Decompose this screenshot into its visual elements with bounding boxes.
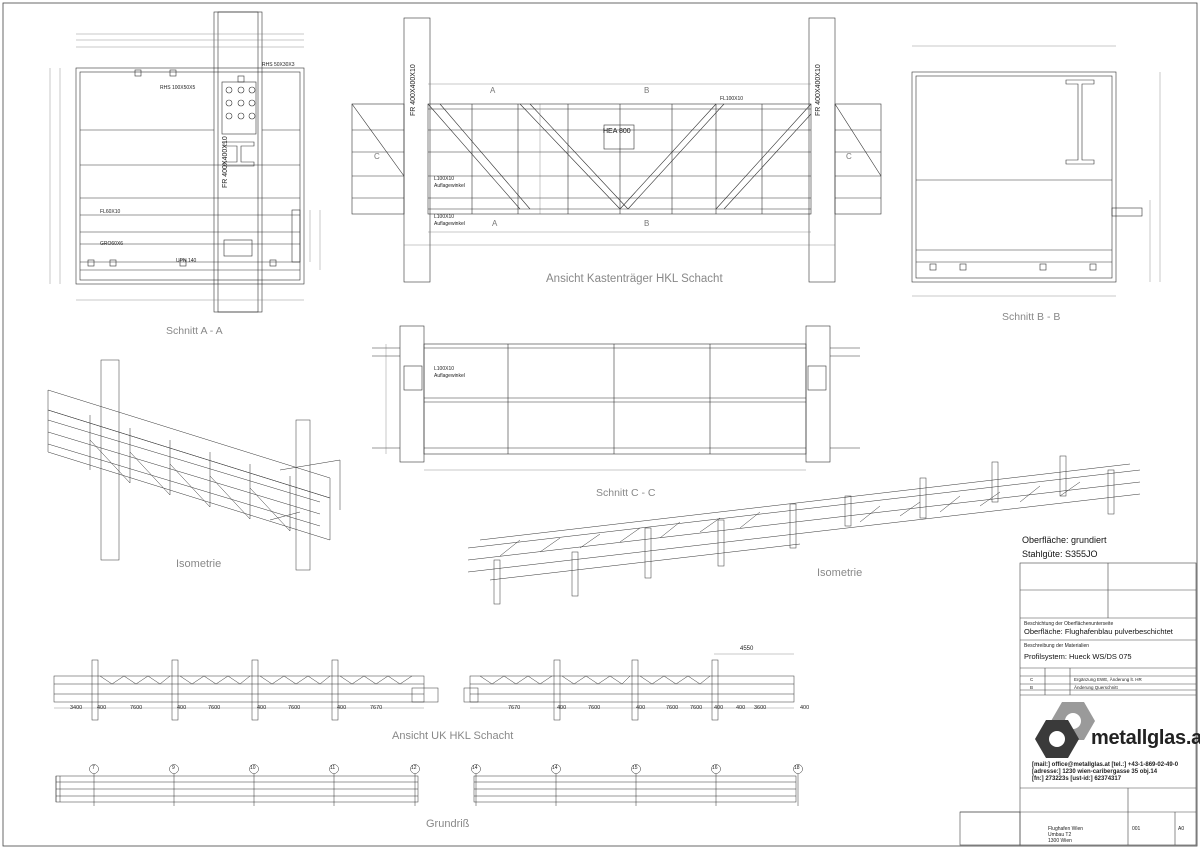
plan-axis-label: 18 bbox=[794, 765, 800, 771]
girder-section-a-left: A bbox=[490, 86, 496, 95]
section-aa-plate-label: FL60X10 bbox=[100, 209, 121, 215]
elevation-dim: 7600 bbox=[288, 705, 301, 711]
girder-beam-label: HEA 800 bbox=[603, 128, 631, 135]
revision-text: Ergänzung EWE, Änderung lt. HR bbox=[1074, 677, 1142, 682]
elevation-dim: 400 bbox=[714, 705, 724, 711]
plan-title: Grundriß bbox=[426, 818, 470, 830]
girder-support-note-top: Auflagewinkel bbox=[434, 183, 465, 189]
elevation-dim: 400 bbox=[800, 705, 810, 711]
section-bb-title: Schnitt B - B bbox=[1002, 311, 1061, 323]
company-fn: [fn:] 273223s [ust-id:] 62374317 bbox=[1032, 776, 1122, 782]
section-aa-rhs1-label: RHS 50X30X3 bbox=[262, 62, 295, 68]
elevation-dim: 7600 bbox=[208, 705, 221, 711]
plan-drawing bbox=[55, 764, 803, 806]
elevation-dim: 7600 bbox=[130, 705, 143, 711]
plan-axis-label: 9 bbox=[172, 765, 175, 771]
elevation-dim: 400 bbox=[97, 705, 107, 711]
profile-heading: Beschreibung der Materialien bbox=[1024, 643, 1090, 649]
coating-heading: Beschichtung der Oberflächenunterseite bbox=[1024, 621, 1114, 627]
steel-grade-note: Stahlgüte: S355JO bbox=[1022, 549, 1098, 559]
title-block-frame bbox=[959, 562, 1197, 846]
coating-spec: Oberfläche: Flughafenblau pulverbeschich… bbox=[1024, 627, 1173, 636]
section-cc-angle-label: L100X10 bbox=[434, 366, 455, 372]
elevation-drawing bbox=[53, 653, 795, 721]
box-girder-title: Ansicht Kastenträger HKL Schacht bbox=[546, 273, 723, 285]
isometric-right-title: Isometrie bbox=[817, 567, 863, 579]
elevation-dim: 7670 bbox=[370, 705, 383, 711]
box-girder-drawing bbox=[351, 17, 882, 283]
plan-axis-label: 11 bbox=[330, 765, 336, 771]
section-aa-tube-label: GRO60X6 bbox=[100, 241, 124, 247]
section-aa-title: Schnitt A - A bbox=[166, 325, 223, 337]
girder-section-c-left: C bbox=[374, 152, 380, 161]
company-name: metallglas.at bbox=[1091, 727, 1200, 749]
section-aa-channel-label: UPN 140 bbox=[176, 258, 197, 264]
girder-section-b-right: B bbox=[644, 219, 650, 228]
plan-axis-label: 14 bbox=[472, 765, 478, 771]
revision-code: B bbox=[1030, 685, 1034, 690]
company-address: [adresse:] 1230 wien-caribergasse 35 obj… bbox=[1032, 769, 1158, 775]
surface-note: Oberfläche: grundiert bbox=[1022, 535, 1107, 545]
revision-text: Änderung Querschnitt bbox=[1074, 685, 1118, 690]
plan-axis-label: 15 bbox=[632, 765, 638, 771]
elevation-dim: 3600 bbox=[754, 705, 767, 711]
plan-axis-label: 16 bbox=[712, 765, 718, 771]
girder-support-note-bottom: Auflagewinkel bbox=[434, 221, 465, 227]
plan-axis-label: 14 bbox=[552, 765, 558, 771]
girder-section-c-right: C bbox=[846, 152, 852, 161]
isometric-left-title: Isometrie bbox=[176, 558, 222, 570]
elevation-dim: 7670 bbox=[508, 705, 521, 711]
plan-axis-label: 12 bbox=[411, 765, 417, 771]
plan-axis-label: 7 bbox=[92, 765, 95, 771]
elevation-dim: 400 bbox=[557, 705, 567, 711]
elevation-title: Ansicht UK HKL Schacht bbox=[392, 730, 514, 742]
elevation-dim: 400 bbox=[177, 705, 187, 711]
girder-section-a-right: A bbox=[492, 219, 498, 228]
girder-angle-top-label: L100X10 bbox=[434, 176, 455, 182]
girder-angle-bottom-label: L100X10 bbox=[434, 214, 455, 220]
girder-column-left-label: FR 400X400X10 bbox=[410, 64, 417, 116]
elevation-dim: 400 bbox=[337, 705, 347, 711]
project-line-3: 1300 Wien bbox=[1048, 838, 1072, 844]
project-line-2: Umbau T2 bbox=[1048, 832, 1072, 838]
girder-flat-label: FL100X10 bbox=[720, 96, 744, 102]
elevation-dim: 400 bbox=[636, 705, 646, 711]
section-aa-drawing bbox=[49, 11, 321, 313]
section-cc-drawing bbox=[372, 325, 860, 471]
section-cc-support-note: Auflagewinkel bbox=[434, 373, 465, 379]
sheet-format: A0 bbox=[1178, 826, 1185, 832]
elevation-dim: 7600 bbox=[588, 705, 601, 711]
elevation-dim: 7600 bbox=[666, 705, 679, 711]
revision-code: C bbox=[1030, 677, 1034, 682]
profile-spec: Profilsystem: Hueck WS/DS 075 bbox=[1024, 652, 1132, 661]
sheet-number: 001 bbox=[1132, 826, 1141, 832]
elevation-dim: 400 bbox=[257, 705, 267, 711]
metallglas-logo bbox=[1035, 702, 1095, 758]
elevation-dim: 400 bbox=[736, 705, 746, 711]
plan-axis-label: 10 bbox=[250, 765, 256, 771]
elevation-top-dim: 4550 bbox=[740, 646, 754, 652]
isometric-left-drawing bbox=[47, 359, 341, 571]
isometric-right-drawing bbox=[467, 455, 1141, 605]
section-aa-column-label: FR 400X400X10 bbox=[222, 136, 229, 188]
company-mail: [mail:] office@metallglas.at [tel.:] +43… bbox=[1032, 762, 1179, 768]
elevation-dim: 7600 bbox=[690, 705, 703, 711]
section-bb-drawing bbox=[911, 45, 1161, 297]
girder-column-right-label: FR 400X400X10 bbox=[815, 64, 822, 116]
girder-section-b-left: B bbox=[644, 86, 650, 95]
elevation-dim: 3400 bbox=[70, 705, 83, 711]
project-line-1: Flughafen Wien bbox=[1048, 826, 1084, 832]
section-aa-rhs2-label: RHS 100X50X5 bbox=[160, 85, 196, 91]
section-cc-title: Schnitt C - C bbox=[596, 487, 656, 499]
